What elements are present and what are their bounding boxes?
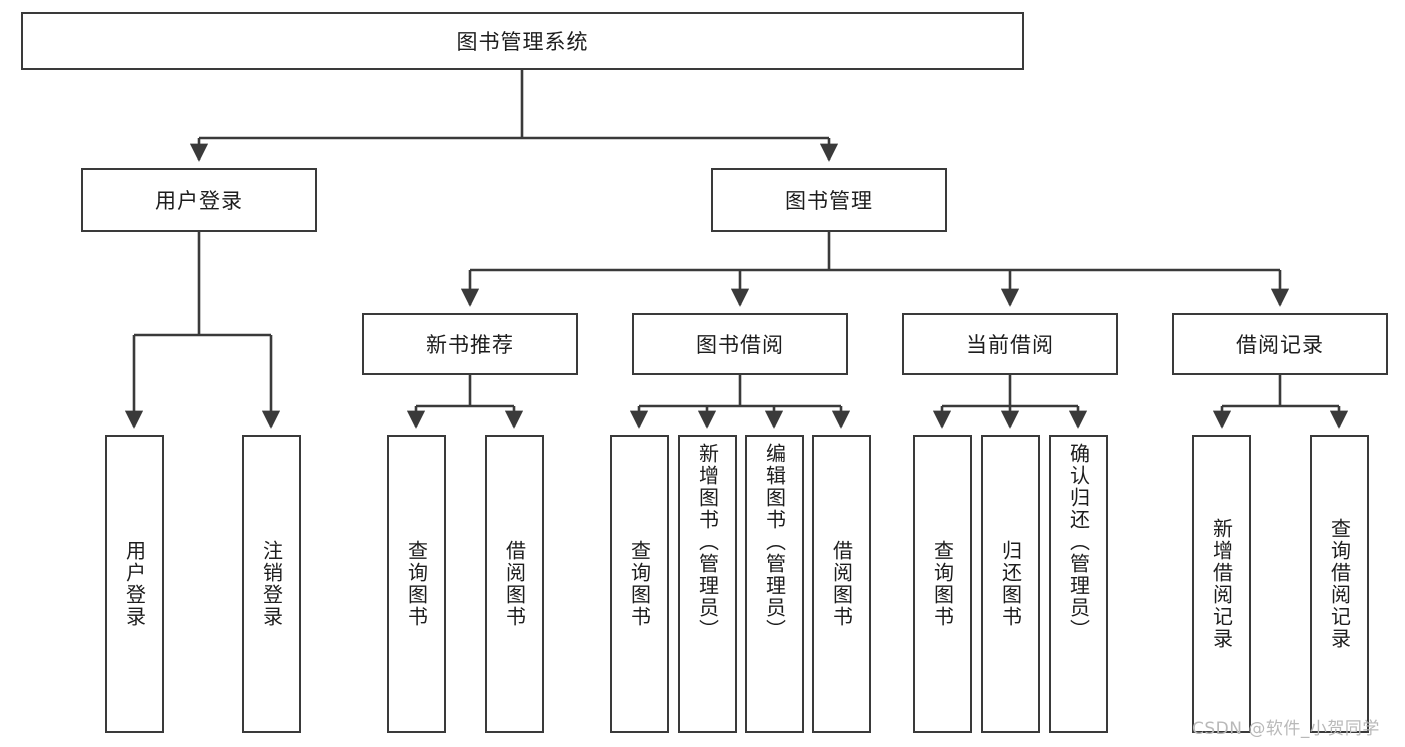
node-leaf-add-book[interactable]: 新增图书（管理员） bbox=[678, 435, 737, 733]
node-label: 查询借阅记录 bbox=[1327, 518, 1352, 650]
node-label: 新增图书（管理员） bbox=[695, 443, 720, 641]
node-label: 用户登录 bbox=[122, 540, 147, 628]
node-book-manage[interactable]: 图书管理 bbox=[711, 168, 947, 232]
node-leaf-confirm-return[interactable]: 确认归还（管理员） bbox=[1049, 435, 1108, 733]
node-label: 图书管理系统 bbox=[456, 30, 589, 54]
node-label: 编辑图书（管理员） bbox=[762, 443, 787, 641]
node-leaf-query-book-2[interactable]: 查询图书 bbox=[610, 435, 669, 733]
node-label: 注销登录 bbox=[259, 540, 284, 628]
node-label: 新书推荐 bbox=[426, 333, 514, 357]
node-leaf-user-login[interactable]: 用户登录 bbox=[105, 435, 164, 733]
node-leaf-query-book-3[interactable]: 查询图书 bbox=[913, 435, 972, 733]
node-label: 用户登录 bbox=[155, 189, 243, 213]
node-leaf-return-book[interactable]: 归还图书 bbox=[981, 435, 1040, 733]
node-label: 借阅记录 bbox=[1236, 333, 1324, 357]
node-leaf-logout[interactable]: 注销登录 bbox=[242, 435, 301, 733]
node-user-login[interactable]: 用户登录 bbox=[81, 168, 317, 232]
node-label: 查询图书 bbox=[404, 540, 429, 628]
node-label: 新增借阅记录 bbox=[1209, 518, 1234, 650]
watermark-text: CSDN @软件_小贺同学 bbox=[1192, 719, 1380, 739]
node-leaf-edit-book[interactable]: 编辑图书（管理员） bbox=[745, 435, 804, 733]
node-leaf-add-record[interactable]: 新增借阅记录 bbox=[1192, 435, 1251, 733]
node-label: 借阅图书 bbox=[829, 540, 854, 628]
node-new-book-rec[interactable]: 新书推荐 bbox=[362, 313, 578, 375]
node-label: 查询图书 bbox=[930, 540, 955, 628]
node-borrow-record[interactable]: 借阅记录 bbox=[1172, 313, 1388, 375]
node-book-borrow[interactable]: 图书借阅 bbox=[632, 313, 848, 375]
node-leaf-query-record[interactable]: 查询借阅记录 bbox=[1310, 435, 1369, 733]
node-label: 确认归还（管理员） bbox=[1066, 443, 1091, 641]
node-label: 查询图书 bbox=[627, 540, 652, 628]
node-leaf-borrow-book-1[interactable]: 借阅图书 bbox=[485, 435, 544, 733]
node-label: 图书管理 bbox=[785, 189, 873, 213]
node-root-system[interactable]: 图书管理系统 bbox=[21, 12, 1024, 70]
node-leaf-query-book-1[interactable]: 查询图书 bbox=[387, 435, 446, 733]
node-leaf-borrow-book-2[interactable]: 借阅图书 bbox=[812, 435, 871, 733]
node-label: 图书借阅 bbox=[696, 333, 784, 357]
node-label: 归还图书 bbox=[998, 540, 1023, 628]
node-label: 借阅图书 bbox=[502, 540, 527, 628]
node-label: 当前借阅 bbox=[966, 333, 1054, 357]
node-current-borrow[interactable]: 当前借阅 bbox=[902, 313, 1118, 375]
